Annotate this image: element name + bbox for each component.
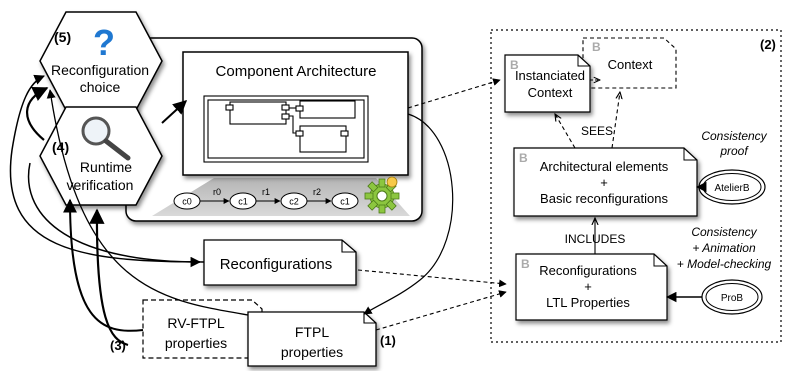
rv-ftpl-document: RV-FTPL properties [142,299,263,359]
b-model-panel [490,29,782,343]
lts-state: c0 [173,192,201,210]
instanciated-context-label: Context [528,85,573,100]
rv-ftpl-label: properties [165,335,227,351]
component-architecture-title: Component Architecture [216,63,377,80]
sees-relation [555,92,620,149]
rv-ftpl-label: RV-FTPL [167,315,225,331]
reconfiguration-choice-label: choice [80,79,121,95]
reconfigurations-document: Reconfigurations [203,239,357,286]
svg-text:c1: c1 [340,197,350,207]
lts-state: c1 [331,192,359,210]
configuration-lts: c0 c1 c2 c1 r0 r1 r2 [173,187,359,210]
dashed-arrows [357,78,507,331]
lts-state: c1 [229,192,257,210]
svg-text:B: B [592,40,601,54]
reconfigurations-ltl-label: LTL Properties [546,295,630,310]
atelierb-tool: AtelierB [698,169,766,205]
consistency-animation-label: + Model-checking [677,257,772,271]
step-5-label: (5) [54,29,71,45]
sees-label: SEES [581,124,613,138]
step-2-label: (2) [760,37,776,52]
lts-state: c2 [280,192,308,210]
step-1-label: (1) [380,333,396,348]
context-label: Context [608,57,653,72]
architectural-elements-machine: B Architectural elements + Basic reconfi… [513,147,698,217]
reconfigurations-label: Reconfigurations [220,256,333,273]
reconfiguration-choice-label: Reconfiguration [51,62,149,78]
question-icon: ? [93,22,115,63]
svg-text:c0: c0 [182,197,192,207]
runtime-verification-label: Runtime [80,159,132,175]
reconfiguration-choice: (5) Reconfiguration choice [39,11,163,111]
consistency-proof-label: Consistency [701,129,767,143]
lts-transition: r2 [313,187,321,197]
atelierb-label: AtelierB [714,183,749,194]
gear-icon [364,176,400,214]
ftpl-label: properties [281,344,343,360]
svg-text:c2: c2 [289,197,299,207]
includes-label: INCLUDES [565,232,626,246]
consistency-animation-label: Consistency [691,225,757,239]
ftpl-label: FTPL [295,324,329,340]
lts-transition: r0 [213,187,221,197]
prob-tool: ProB [701,279,763,315]
reconfigurations-ltl-label: Reconfigurations [539,263,637,278]
ftpl-document: FTPL properties [247,311,377,367]
architectural-elements-label: Architectural elements [540,159,669,174]
magnifier-icon [81,116,131,161]
consistency-animation-label: + Animation [692,241,756,255]
svg-text:B: B [521,257,530,271]
lts-transition: r1 [262,187,270,197]
svg-text:c1: c1 [238,197,248,207]
context-component: B Context [582,37,677,89]
architecture-schematic [203,95,369,163]
architectural-elements-label: + [600,175,608,190]
instanciated-context-label: Instanciated [515,68,585,83]
architectural-elements-label: Basic reconfigurations [540,191,668,206]
reconfigurations-ltl-machine: B Reconfigurations + LTL Properties [515,253,668,321]
instanciated-context: B Instanciated Context [504,54,591,113]
svg-text:B: B [510,58,519,72]
prob-label: ProB [721,293,744,304]
component-architecture: Component Architecture [182,51,409,176]
left-arrows [9,74,454,347]
reconfigurations-ltl-label: + [584,279,592,294]
svg-text:?: ? [93,22,115,63]
consistency-proof-label: proof [719,144,749,158]
svg-text:B: B [519,151,528,165]
runtime-verification-label: verification [67,177,134,193]
